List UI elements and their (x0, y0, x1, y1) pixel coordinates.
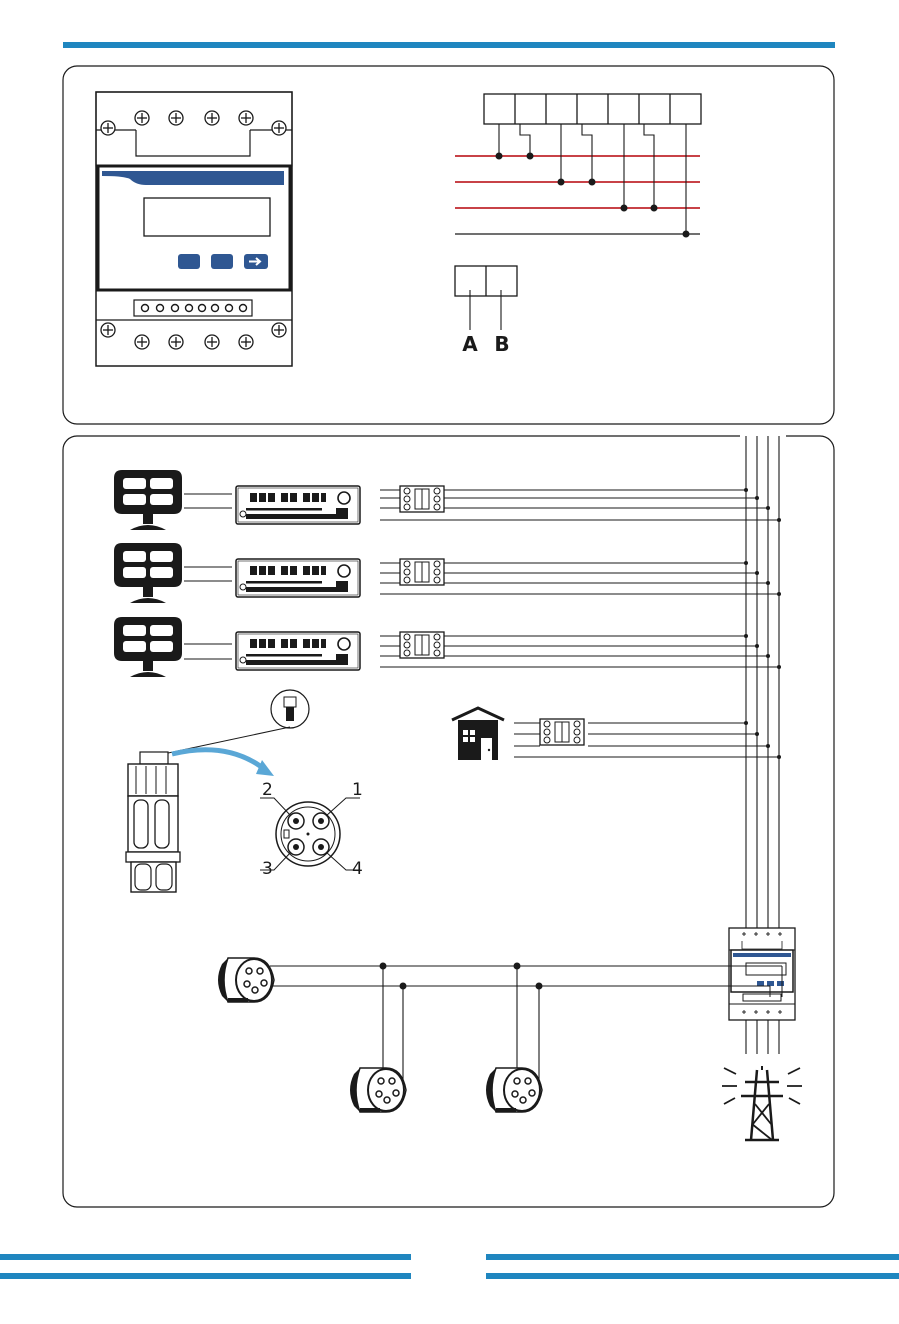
terminal-b-label: B (494, 332, 509, 356)
house-icon (452, 708, 504, 760)
rs485-bus (218, 958, 782, 1112)
breaker-icon (400, 559, 444, 585)
connector-plug-icon (126, 752, 180, 892)
inverter-icon (236, 486, 360, 524)
pin-3-label: 3 (262, 859, 273, 879)
connector-plug-icon (350, 1068, 406, 1112)
top-accent-bar (63, 42, 835, 48)
solar-panel-icon (114, 543, 182, 603)
solar-panel-icon (114, 617, 182, 677)
rs485-terminal: A B (455, 266, 517, 356)
inverter-icon (236, 632, 360, 670)
inverter-icon (236, 559, 360, 597)
bottom-accent-bar-right-2 (486, 1273, 899, 1279)
inverter-string-3 (114, 617, 781, 677)
pin-2-label: 2 (262, 780, 273, 800)
meter-terminal-wiring (455, 94, 701, 238)
inverter-string-2 (114, 543, 781, 603)
power-tower-icon (722, 1066, 802, 1140)
pin-1-label: 1 (352, 780, 363, 800)
connector-plug-icon (486, 1068, 542, 1112)
connector-pinout: 1 2 3 4 (260, 780, 363, 879)
smart-meter-front (96, 92, 292, 366)
solar-panel-icon (114, 470, 182, 530)
connector-plug-icon (218, 958, 274, 1002)
breaker-icon (540, 719, 584, 745)
arrow-icon (172, 750, 268, 772)
bottom-accent-bar-left-1 (0, 1254, 411, 1260)
bottom-accent-bar-left-2 (0, 1273, 411, 1279)
pin-4-label: 4 (352, 859, 363, 879)
breaker-icon (400, 632, 444, 658)
inverter-string-1 (114, 470, 781, 530)
smart-meter-icon (729, 928, 795, 1020)
house-load (452, 708, 781, 760)
terminal-a-label: A (462, 332, 478, 356)
bottom-accent-bar-right-1 (486, 1254, 899, 1260)
breaker-icon (400, 486, 444, 512)
